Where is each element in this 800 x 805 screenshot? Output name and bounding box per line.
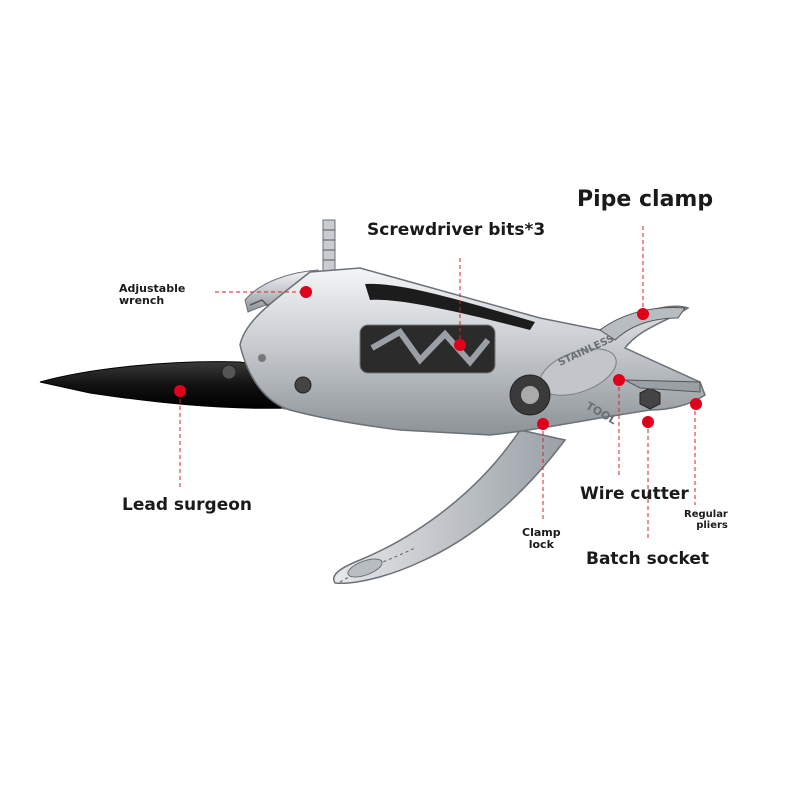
label-lead-surgeon: Lead surgeon: [122, 495, 253, 515]
marker-wire-cutter: [613, 374, 625, 386]
marker-batch-socket: [642, 416, 654, 428]
label-clamp-lock: Clamp lock: [522, 526, 561, 551]
label-regular-pliers: Regular pliers: [684, 509, 728, 531]
marker-screwdriver-bits: [454, 339, 466, 351]
label-wire-cutter: Wire cutter: [580, 484, 689, 504]
label-screwdriver-bits: Screwdriver bits*3: [367, 220, 546, 240]
marker-pipe-clamp: [637, 308, 649, 320]
marker-regular-pliers: [690, 398, 702, 410]
label-adjustable-wrench: Adjustable wrench: [119, 282, 186, 307]
label-batch-socket: Batch socket: [586, 549, 710, 569]
callout-markers: [174, 286, 702, 430]
tool-body: STAINLESS TOOL: [239, 267, 706, 436]
marker-clamp-lock: [537, 418, 549, 430]
saw-blade: [333, 429, 567, 585]
marker-adjustable-wrench: [300, 286, 312, 298]
label-pipe-clamp: Pipe clamp: [577, 187, 714, 212]
marker-lead-surgeon: [174, 385, 186, 397]
leader-lines: [179, 226, 696, 540]
